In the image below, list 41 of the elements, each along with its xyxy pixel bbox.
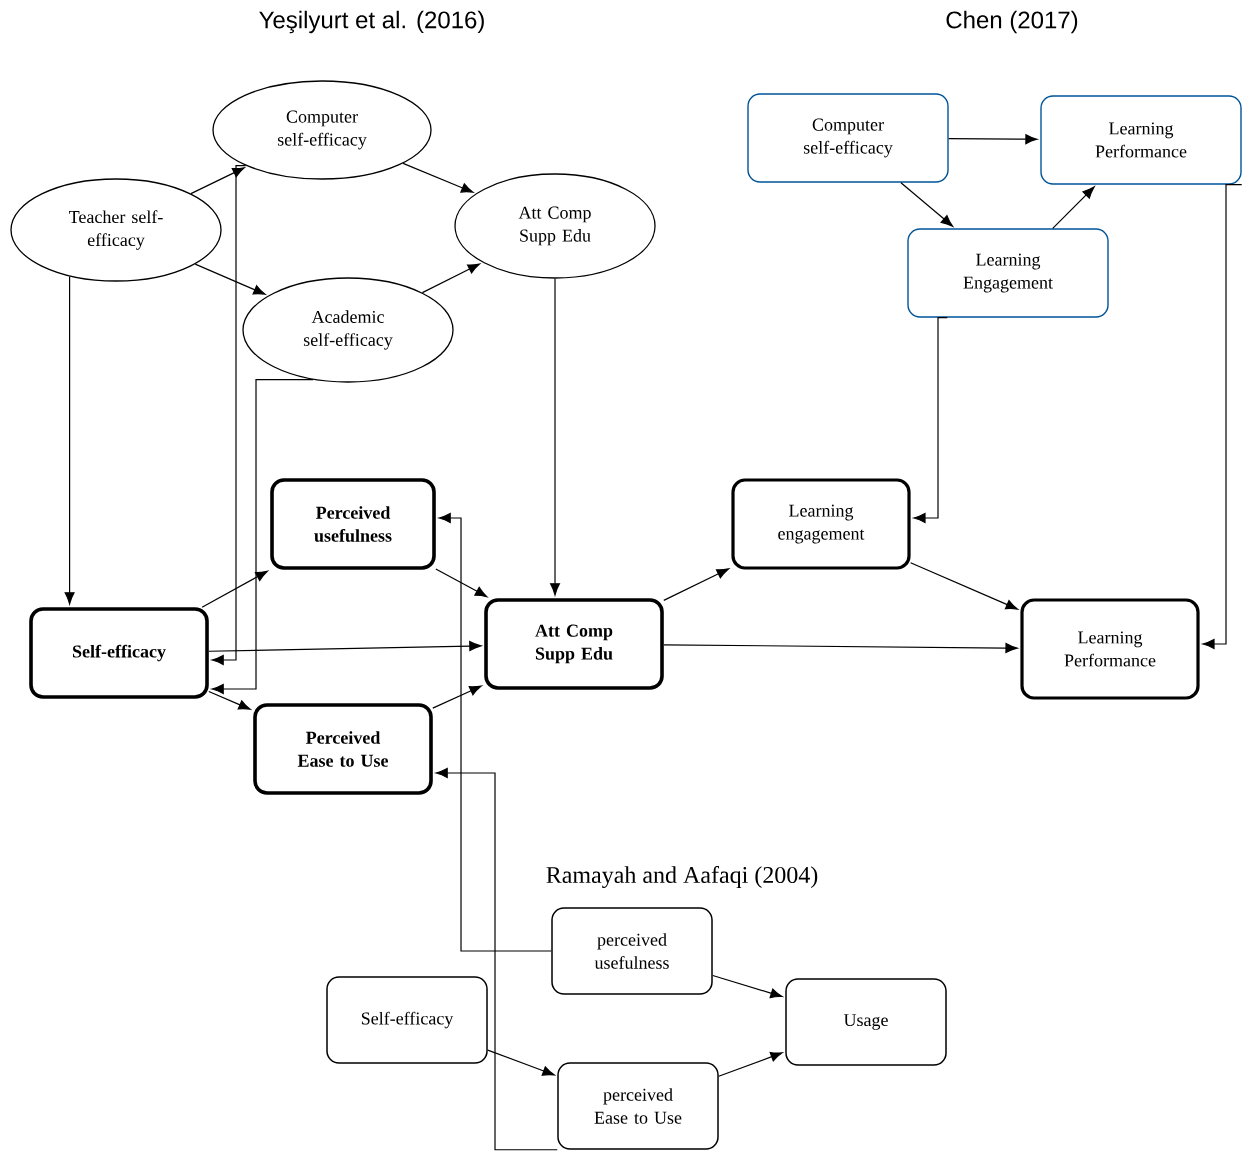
arrow xyxy=(438,512,552,952)
arrow xyxy=(550,278,561,596)
model-heading: Chen (2017) xyxy=(946,10,1078,34)
model-heading: Yeşilyurt et al. (2016) xyxy=(259,10,484,34)
arrow xyxy=(435,767,558,1151)
concept-box: Self-efficacy xyxy=(326,976,488,1064)
arrow xyxy=(712,974,783,999)
arrow xyxy=(194,263,266,295)
arrow xyxy=(432,685,482,709)
arrow xyxy=(64,275,75,605)
concept-box: Learning Engagement xyxy=(907,228,1109,318)
arrow xyxy=(948,134,1038,145)
arrow xyxy=(402,162,474,193)
arrow xyxy=(663,643,1018,654)
concept-box: perceived usefulness xyxy=(551,907,713,995)
arrow xyxy=(663,568,729,601)
arrow xyxy=(1052,186,1095,229)
arrow xyxy=(718,1051,783,1077)
concept-box: Att Comp Supp Edu xyxy=(484,598,664,690)
arrow xyxy=(1202,184,1243,650)
arrow xyxy=(910,562,1018,610)
concept-box: Perceived Ease to Use xyxy=(253,703,433,795)
concept-box: Computer self-efficacy xyxy=(747,93,949,183)
concept-box: perceived Ease to Use xyxy=(557,1062,719,1150)
arrow xyxy=(211,165,247,666)
arrow xyxy=(208,641,482,652)
arrow xyxy=(421,263,480,294)
concept-box: Self-efficacy xyxy=(29,607,209,699)
arrow xyxy=(211,379,314,695)
arrow xyxy=(913,317,948,524)
concept-box: Learning engagement xyxy=(731,478,911,570)
concept-box: Learning Performance xyxy=(1020,598,1200,700)
concept-box: Learning Performance xyxy=(1040,95,1242,185)
arrow xyxy=(190,167,245,195)
arrow xyxy=(900,182,954,227)
arrow xyxy=(201,570,268,608)
concept-box: Usage xyxy=(785,978,947,1066)
arrow xyxy=(435,568,488,598)
arrow xyxy=(487,1049,555,1076)
concept-box: Perceived usefulness xyxy=(270,478,436,570)
arrow xyxy=(208,690,251,710)
